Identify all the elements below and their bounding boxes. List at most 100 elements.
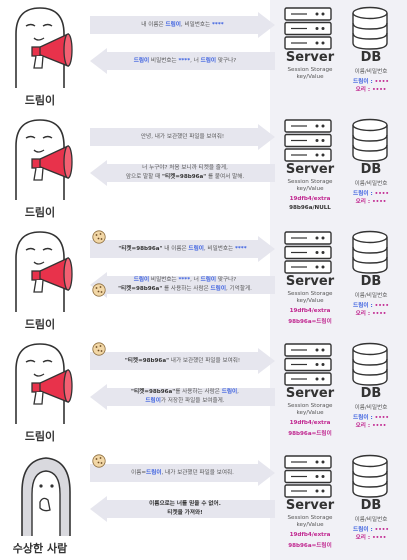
arrow-left-icon [90, 160, 275, 186]
arrow-right-icon [90, 348, 275, 374]
db-row-2-name: 오리 [355, 87, 366, 93]
ticket-text: 티켓을 가져와! [167, 510, 203, 516]
session-entry-1: 19dfb4/extra [289, 532, 331, 538]
request-message: 이름=드림이, 내가 보관했던 파일을 보여줘. [105, 461, 260, 485]
request-message: 안녕, 내가 보관했던 파일을 보여줘! [105, 125, 260, 149]
message-part: 내 이름은 [141, 21, 166, 28]
db-row-2-sep: : [365, 311, 373, 317]
highlight-text: 드림이 [188, 245, 204, 252]
arrow-left-icon [90, 48, 275, 74]
database-icon [352, 342, 388, 386]
db-row-1-name: 드림이 [353, 527, 369, 533]
message-part: 앞으로 말할 때 [125, 174, 163, 180]
message-part: 안녕, 내가 보관했던 파일을 보여줘! [140, 133, 225, 140]
db-row-1-sep: : [368, 79, 375, 85]
db-row-1-password: •••• [374, 303, 389, 309]
db-row-1-password: •••• [374, 415, 389, 421]
session-entry-1: 19dfb4/extra [289, 196, 331, 202]
message-part: , 기억할게. [225, 286, 252, 292]
arrow-right-icon [90, 236, 275, 262]
db-row-1: 드림이 : •••• [342, 525, 400, 533]
server-icon [284, 7, 332, 50]
db-columns-label: 이름/비밀번호 [354, 181, 388, 187]
db-row-2-password: •••• [372, 423, 387, 429]
message-text: 이름으로는 너를 믿을 수 없어.티켓을 가져와! [149, 500, 221, 517]
db-row-1-name: 드림이 [353, 415, 369, 421]
session-entry-1: 19dfb4/extra [289, 308, 331, 314]
session-storage-label: Session Storage [287, 291, 333, 297]
db-row-1: 드림이 : •••• [342, 301, 400, 309]
session-storage-label: Session Storage [287, 67, 333, 73]
server-icon [284, 231, 332, 274]
message-part: 너 누구야? 처음 보니까 티켓을 줄게, [142, 165, 228, 172]
message-part: 를 사용하는 사람은 [162, 286, 211, 292]
db-row-1-name: 드림이 [353, 303, 369, 309]
db-row-1-name: 드림이 [353, 191, 369, 197]
key-value-label: key/Value [296, 410, 324, 416]
response-message: 드림이 비밀번호는 ****, 너 드림이 맞구나?"티켓=98b96a" 를 … [105, 270, 265, 300]
message-text: 이름=드림이, 내가 보관했던 파일을 보여줘. [131, 469, 234, 478]
database-icon [352, 6, 388, 50]
panel-4: 드림이"티켓=98b96a" 내가 보관했던 파일을 보여줘!"티켓=98b96… [0, 336, 407, 448]
person-name: 드림이 [24, 206, 56, 219]
db-row-2-password: •••• [372, 535, 387, 541]
cookie-icon [92, 230, 106, 244]
message-part: 를 붙여서 말해. [206, 174, 245, 180]
db-row-1: 드림이 : •••• [342, 413, 400, 421]
db-row-2-name: 오리 [355, 423, 366, 429]
key-value-label: key/Value [296, 298, 324, 304]
message-part: 내 이름은 [162, 245, 189, 252]
database-icon [352, 230, 388, 274]
session-entry-2: 98b96a/NULL [289, 205, 331, 211]
message-part: 비밀번호는 [149, 57, 179, 64]
ticket-text: "티켓=98b96a" [162, 174, 207, 180]
highlight-text: 드림이 [221, 389, 238, 396]
db-row-1-sep: : [368, 303, 375, 309]
server-title: Server [285, 498, 335, 513]
message-part: , 너 [190, 277, 201, 284]
highlight-text: 드림이 [145, 398, 161, 404]
message-part: 이름= [131, 469, 147, 476]
highlight-text: **** [234, 245, 247, 252]
db-columns-label: 이름/비밀번호 [354, 405, 388, 411]
person-name: 드림이 [24, 94, 56, 107]
cookie-icon [92, 342, 106, 356]
highlight-text: 드림이 [200, 57, 217, 64]
arrow-left-icon [90, 272, 275, 298]
db-row-2-name: 오리 [355, 199, 366, 205]
session-entry-1: 19dfb4/extra [289, 420, 331, 426]
message-text: 내 이름은 드림이, 비밀번호는 **** [141, 21, 223, 30]
panel-2: 드림이 안녕, 내가 보관했던 파일을 보여줘! 너 누구야? 처음 보니까 티켓을… [0, 112, 407, 224]
ticket-text: "티켓=98b96a" [124, 357, 170, 364]
message-part: 비밀번호는 [149, 277, 179, 284]
highlight-text: 드림이 [210, 286, 226, 292]
server-title: Server [285, 162, 335, 177]
session-entry-2: 98b96a=드림이 [288, 319, 332, 325]
person-icon [15, 119, 73, 200]
highlight-text: **** [178, 277, 191, 284]
arrow-left-icon [90, 384, 275, 410]
db-row-1-sep: : [368, 415, 375, 421]
key-value-label: key/Value [296, 522, 324, 528]
db-row-2-sep: : [365, 87, 373, 93]
server-title: Server [285, 386, 335, 401]
panel-1: 드림이 내 이름은 드림이, 비밀번호는 **** 드림이 비밀번호는 ****, … [0, 0, 407, 112]
server-icon [284, 343, 332, 386]
message-text: 드림이 비밀번호는 ****, 너 드림이 맞구나? [134, 57, 237, 66]
message-text: "티켓=98b96a" 내 이름은 드림이, 비밀번호는 **** [118, 245, 246, 254]
response-message: 너 누구야? 처음 보니까 티켓을 줄게, 앞으로 말할 때 "티켓=98b96a… [105, 158, 265, 188]
request-message: "티켓=98b96a" 내가 보관했던 파일을 보여줘! [105, 349, 260, 373]
db-row-2-password: •••• [372, 311, 387, 317]
message-text: 너 누구야? 처음 보니까 티켓을 줄게, 앞으로 말할 때 "티켓=98b96a… [126, 164, 244, 181]
session-storage-label: Session Storage [287, 515, 333, 521]
db-title: DB [360, 498, 382, 513]
db-row-2: 오리 : •••• [342, 421, 400, 429]
message-part: 를 사용하는 사람은 [175, 389, 222, 396]
db-row-2-name: 오리 [355, 311, 366, 317]
db-row-1-password: •••• [374, 79, 389, 85]
message-text: "티켓=98b96a"를 사용하는 사람은 드림이,드림이가 저장한 파일을 보… [131, 388, 239, 405]
highlight-text: 드림이 [133, 57, 150, 64]
db-title: DB [360, 50, 382, 65]
db-row-1-password: •••• [374, 527, 389, 533]
